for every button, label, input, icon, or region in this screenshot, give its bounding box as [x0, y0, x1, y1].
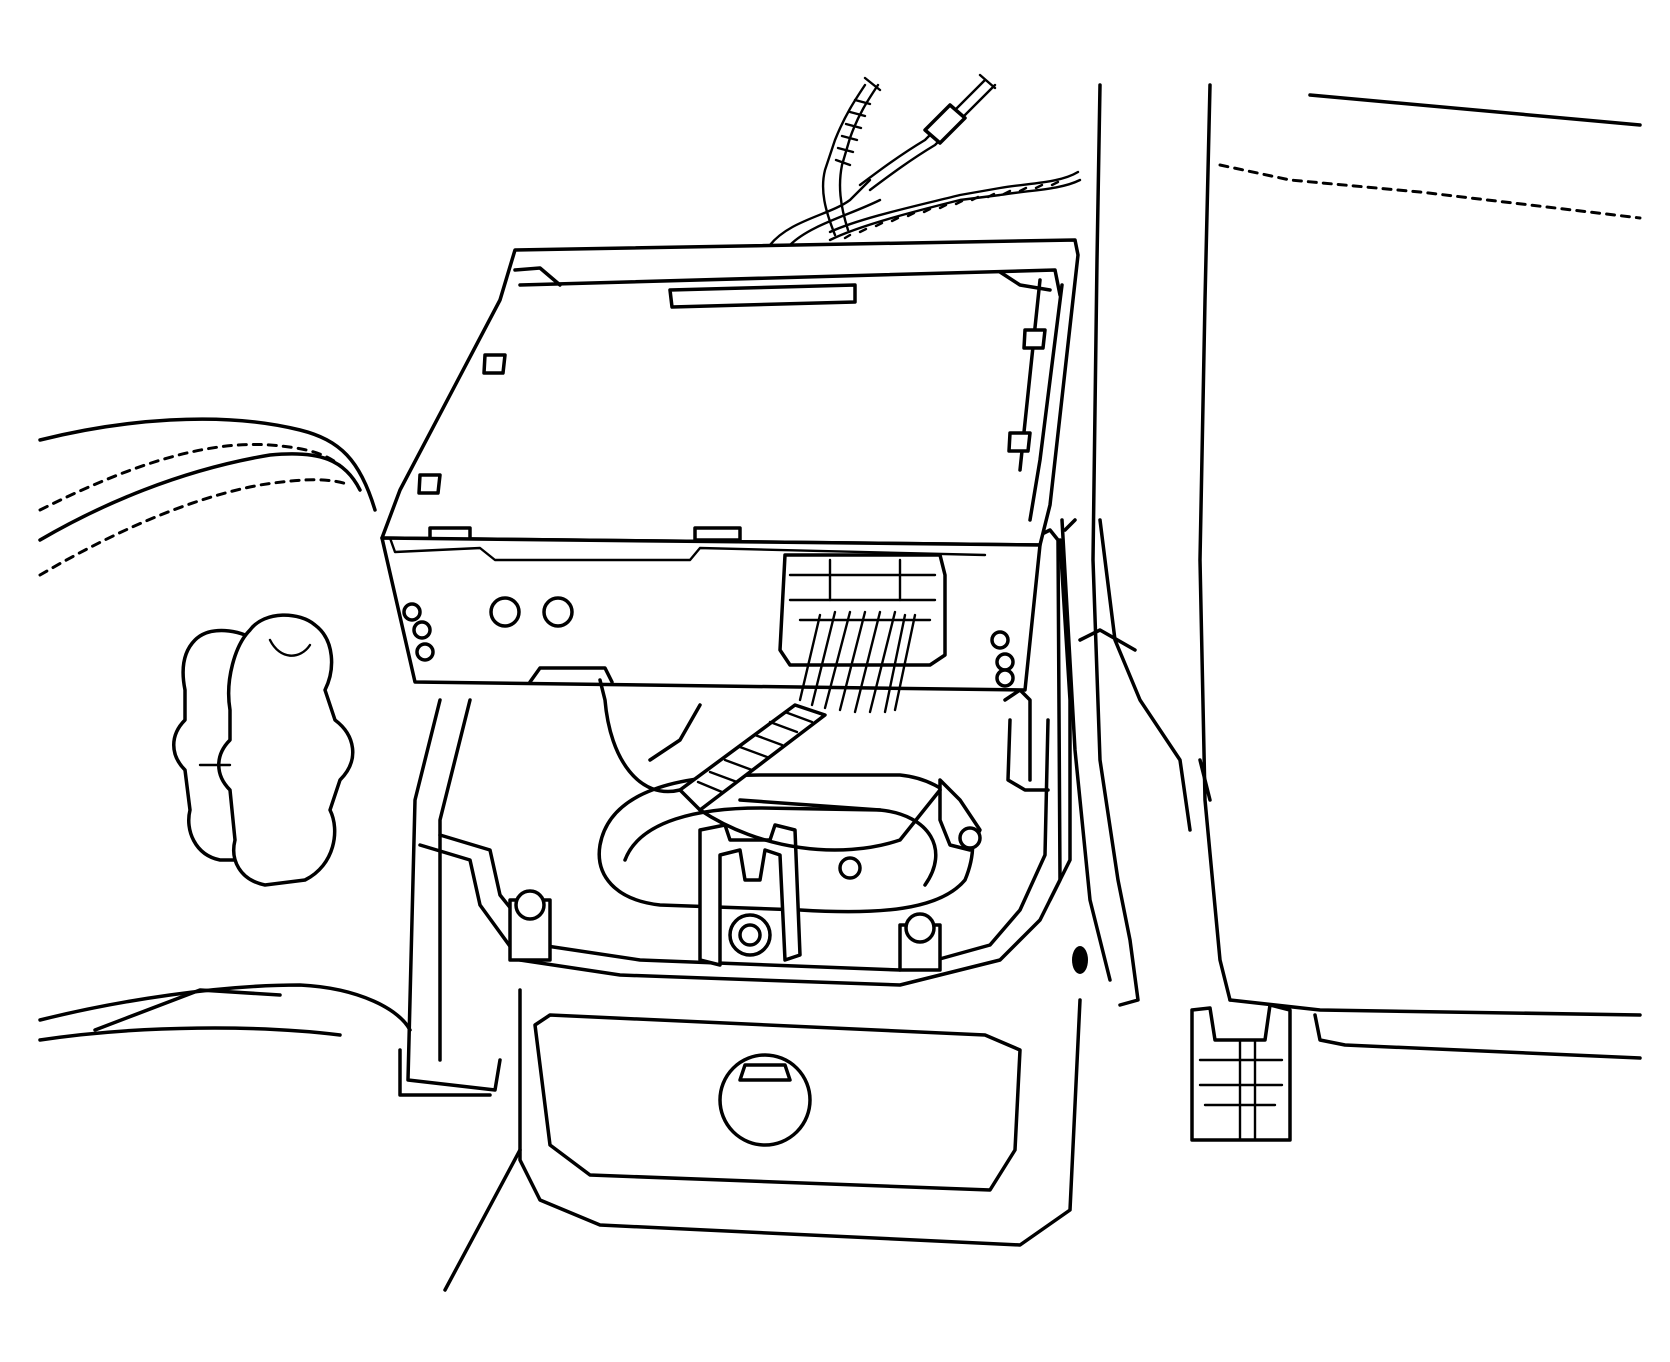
antenna-cables [768, 73, 1082, 247]
radio-unit [380, 238, 1080, 692]
recliner-knob [172, 613, 355, 887]
left-seat [38, 417, 412, 1042]
console-recess [508, 773, 982, 972]
side-trim [1003, 518, 1088, 974]
right-seat [1091, 83, 1642, 1142]
center-console [398, 518, 1192, 1292]
wire-harness [598, 610, 942, 852]
